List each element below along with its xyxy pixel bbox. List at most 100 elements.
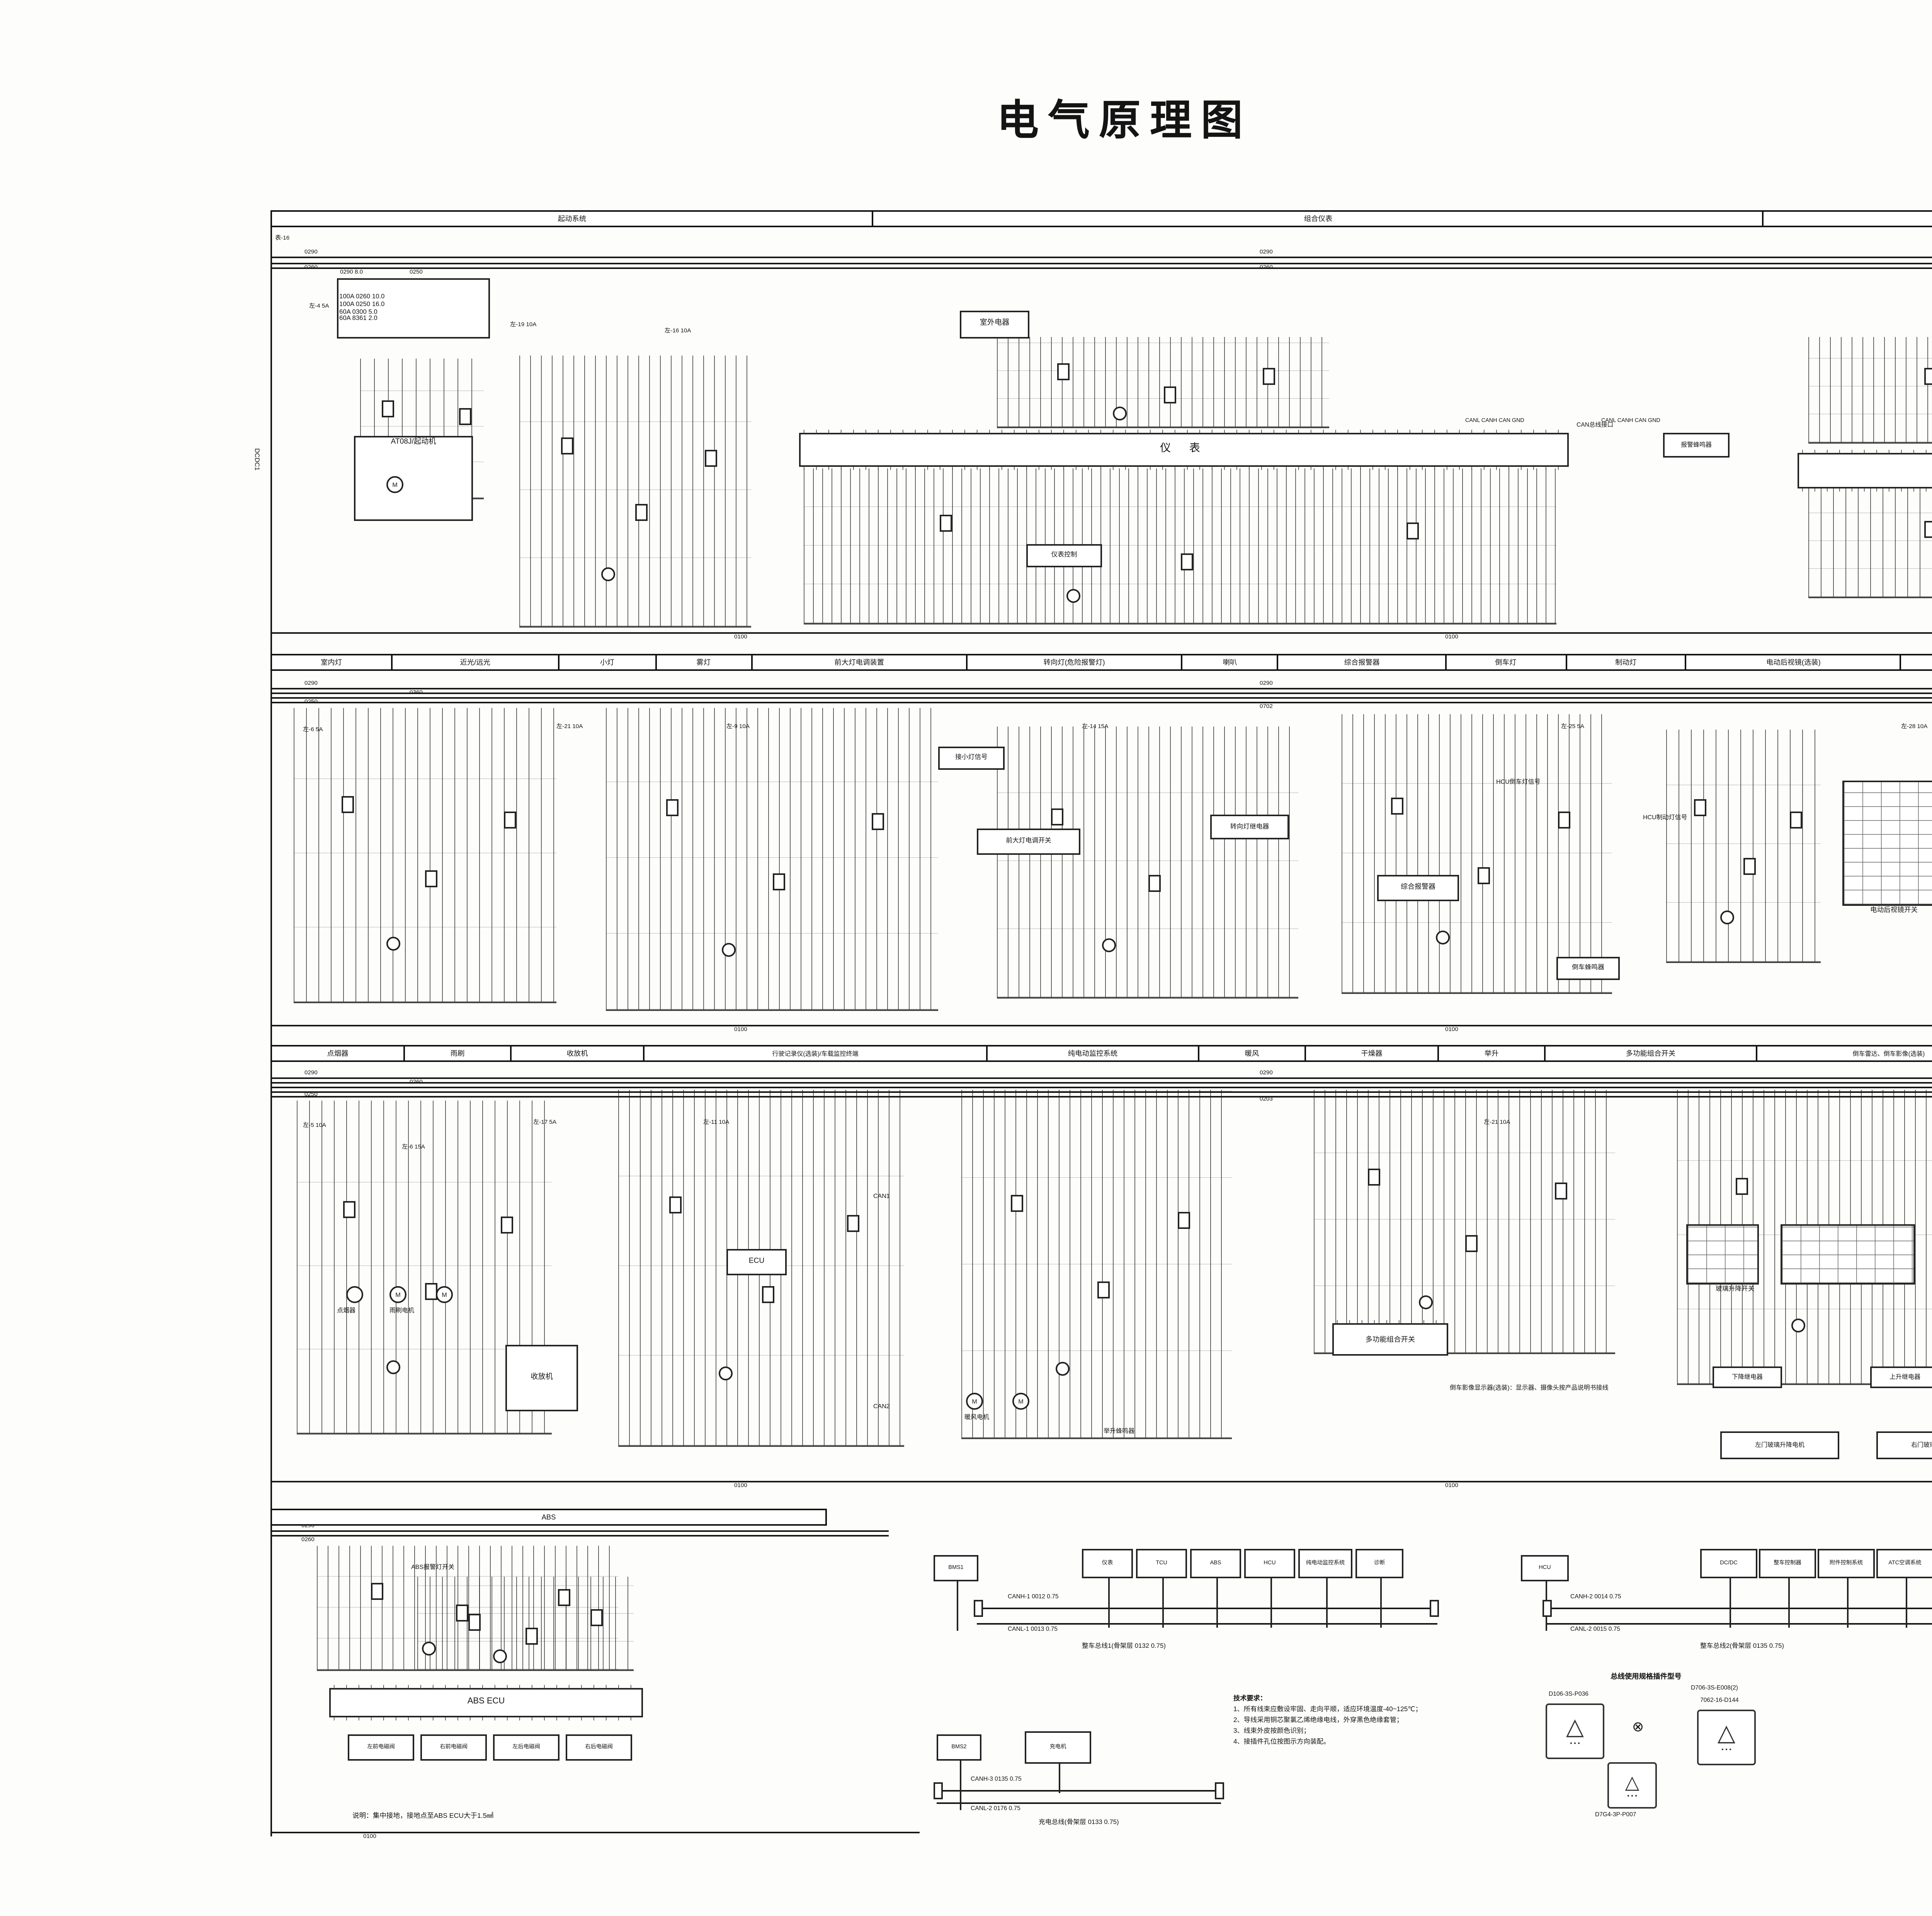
mirror-switch-grid <box>1842 781 1932 906</box>
bus-terminator-resistor <box>934 1782 942 1799</box>
ground-label: 0100 <box>363 1833 376 1839</box>
pin-strip <box>334 1717 638 1720</box>
exterior-power-box: 室外电器 <box>960 311 1029 339</box>
section-band-2: 室内灯 近光/远光 小灯 雾灯 前大灯电调装置 转向灯(危险报警灯) 喇叭 综合… <box>270 654 1932 671</box>
bus1-module: ABS <box>1190 1549 1241 1628</box>
component-symbol <box>1148 875 1160 892</box>
connector-key-icon: △ <box>1625 1771 1639 1792</box>
section-label: ABS <box>270 1510 827 1524</box>
bus-label: 0260 <box>301 1537 315 1543</box>
bus1-module: 诊断 <box>1355 1549 1403 1628</box>
module-label: BMS1 <box>948 1564 964 1570</box>
component-symbol <box>425 870 437 887</box>
pin-strip <box>1337 1320 1444 1324</box>
fuse-tap-label: 左-21 10A <box>556 723 583 730</box>
tech-note-item: 2、导线采用铜芯聚氯乙烯绝缘电线，外穿黑色绝缘套管； <box>1233 1715 1403 1723</box>
abs-valve-label: 右前电磁阀 <box>440 1743 468 1749</box>
module-label: 诊断 <box>1374 1559 1385 1565</box>
component-symbol <box>1694 799 1706 816</box>
exterior-power-label: 室外电器 <box>980 320 1010 328</box>
bus-stem <box>1729 1577 1730 1628</box>
component-symbol <box>1720 910 1734 924</box>
component-symbol <box>342 1200 355 1217</box>
section-label: 近光/远光 <box>392 655 560 669</box>
component-symbol <box>1735 1178 1748 1195</box>
power-bus-line: 0250 0250 <box>270 267 1932 275</box>
can-low-line <box>1546 1623 1932 1624</box>
heater-motor-icon: M <box>966 1393 983 1410</box>
module-label: HCU <box>1539 1564 1551 1570</box>
alarm-buzzer-box: 报警蜂鸣器 <box>1663 433 1730 458</box>
bus-label: 0250 <box>410 269 423 275</box>
component-symbol <box>501 1217 513 1234</box>
connector-part-number: D7G4-3P-P007 <box>1595 1810 1636 1818</box>
reverse-camera-note: 倒车影像显示器(选装)：显示器、摄像头按产品说明书接线 <box>1450 1383 1609 1391</box>
connector-pin-dots-icon: • • • <box>1570 1739 1580 1747</box>
section-label: 喇叭 <box>1182 655 1279 669</box>
abs-valve-label: 右后电磁阀 <box>585 1743 613 1749</box>
charge-bus-terminator-module: BMS2 <box>937 1734 981 1810</box>
component-symbol <box>558 1589 570 1606</box>
component-symbol <box>371 1583 384 1600</box>
charger-module: 充电机 <box>1025 1731 1091 1793</box>
can-low-line <box>937 1802 1221 1804</box>
connector-key-icon: △ <box>1717 1720 1736 1747</box>
instrument-ctrl-label: 仪表控制 <box>1051 550 1077 558</box>
component-symbol <box>1056 364 1069 381</box>
power-bus-line: 0260 <box>270 1079 1932 1085</box>
combo-alarm-label: 综合报警器 <box>1401 883 1435 891</box>
section-label: 雾灯 <box>656 655 753 669</box>
wiring-cluster <box>519 356 751 628</box>
small-lamp-signal-label: 接小灯信号 <box>955 753 988 761</box>
wiring-cluster <box>961 1090 1232 1439</box>
component-symbol <box>526 1628 538 1645</box>
up-relay-label: 上升继电器 <box>1889 1372 1920 1380</box>
module-label: HCU <box>1264 1559 1276 1565</box>
bus-terminator-resistor <box>1430 1600 1438 1617</box>
section-label: 室内灯 <box>270 655 392 669</box>
ground-label: 0100 <box>734 634 747 640</box>
component-symbol <box>1368 1169 1381 1186</box>
component-symbol <box>1067 589 1081 603</box>
component-symbol <box>386 1360 400 1374</box>
fuse-tap-label: 左-4 5A <box>309 303 329 309</box>
headlamp-adjust-box: 前大灯电调开关 <box>977 829 1080 855</box>
small-lamp-signal-box: 接小灯信号 <box>938 747 1005 770</box>
bus-stem <box>1787 1577 1788 1628</box>
connector-key-icon: △ <box>1566 1714 1584 1741</box>
component-symbol <box>341 796 354 813</box>
abs-ecu-label: ABS ECU <box>467 1698 505 1707</box>
section-band-1: 起动系统 组合仪表 HCU <box>270 210 1932 227</box>
section-label: 前大灯电调装置 <box>753 655 968 669</box>
section-label: 综合报警器 <box>1279 655 1447 669</box>
abs-ecu-box: ABS ECU <box>329 1685 643 1720</box>
bus-terminator-resistor <box>1215 1782 1223 1799</box>
connector-part-number: D106-3S-P036 <box>1549 1690 1588 1697</box>
abs-valve-box: 左后电磁阀 <box>493 1734 560 1761</box>
wiring-cluster <box>1808 488 1932 598</box>
module-label: TCU <box>1156 1559 1167 1565</box>
wiring-cluster <box>294 708 556 1003</box>
tech-notes-title: 技术要求： <box>1233 1694 1267 1702</box>
pin-strip <box>804 430 1564 434</box>
component-symbol <box>1051 808 1064 825</box>
dcdc1-label: DCDC1 <box>253 448 262 471</box>
module-label: DC/DC <box>1720 1559 1738 1565</box>
power-bus-line: 0250 0250 <box>270 697 1932 705</box>
bus-label: 0360 <box>410 689 423 696</box>
window-switch-grid <box>1686 1224 1759 1285</box>
can-high-line <box>937 1790 1221 1791</box>
bus-label: 0260 <box>304 264 318 270</box>
instrument-ctrl-box: 仪表控制 <box>1026 544 1102 567</box>
starter-box: AT08J/起动机 <box>354 436 473 521</box>
section-label: 举升 <box>1439 1046 1546 1060</box>
multi-switch-label: 多功能组合开关 <box>1365 1335 1415 1343</box>
section-band-4: ABS <box>270 1509 827 1526</box>
section-label: 制动灯 <box>1566 655 1687 669</box>
bus1-module: HCU <box>1244 1549 1295 1628</box>
bus-label: 0290 <box>1260 680 1273 686</box>
multi-switch-box: 多功能组合开关 <box>1332 1320 1448 1356</box>
section-label: 行驶记录仪(选装)/车载监控终端 <box>645 1046 988 1060</box>
power-bus-line: 0702 <box>270 1096 1932 1097</box>
combo-alarm-box: 综合报警器 <box>1377 875 1459 901</box>
